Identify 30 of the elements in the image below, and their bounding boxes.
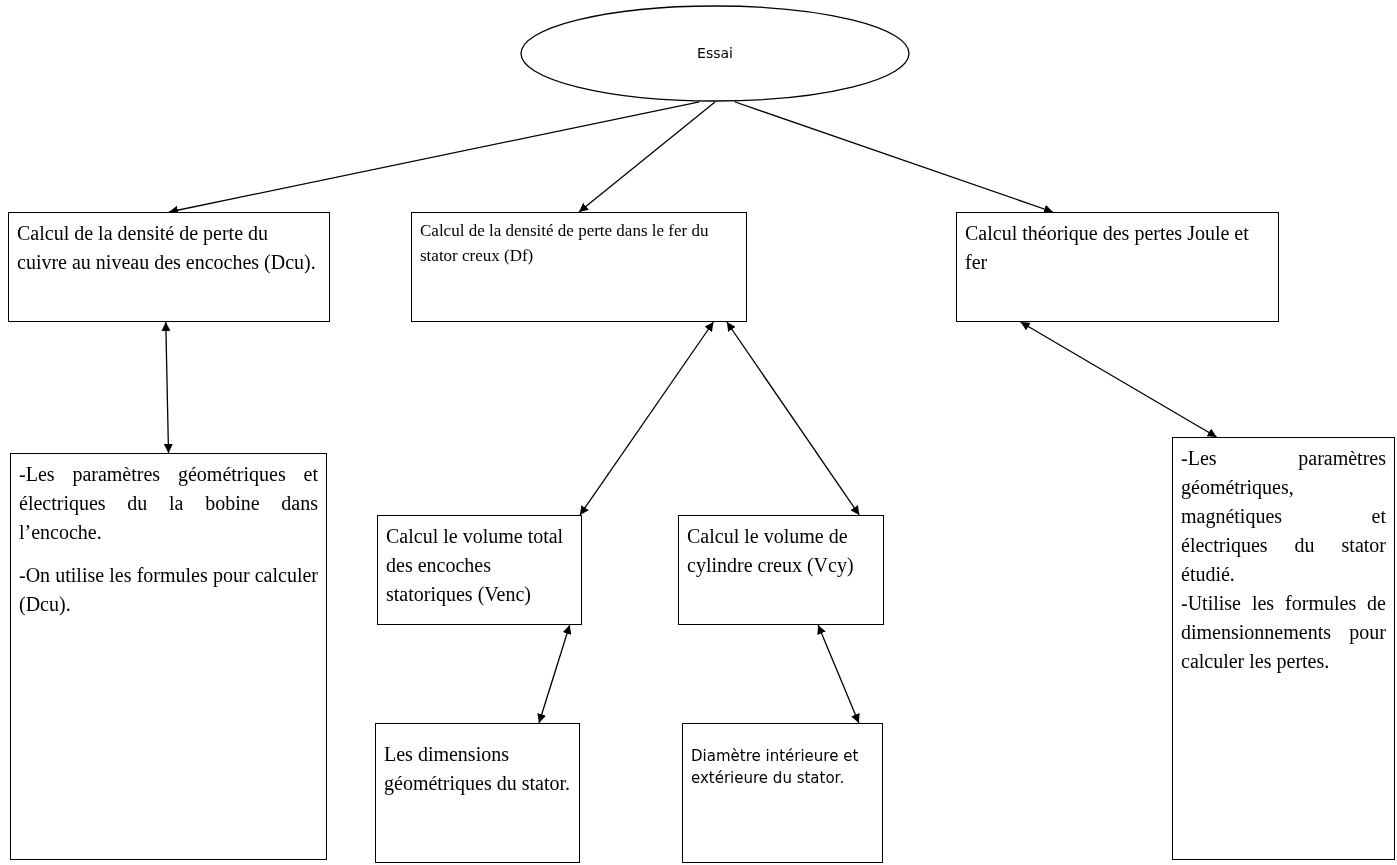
node-text: -Utilise les formules de dimensionnements pour calculer les pertes.: [1181, 591, 1386, 675]
node-text: Calcul de la densité de perte du cuivre au niveau des encoches (Dcu).: [17, 221, 317, 276]
process-box: [10, 453, 327, 860]
arrow: [579, 321, 715, 516]
process-box: [8, 212, 330, 322]
arrow: [537, 624, 572, 724]
process-box: [682, 723, 883, 863]
node-text: Les dimensions géométriques du stator.: [384, 742, 571, 797]
process-box: [1172, 437, 1395, 860]
process-box: [375, 723, 580, 863]
process-box: [956, 212, 1279, 322]
arrow: [1019, 321, 1218, 438]
arrow: [726, 321, 860, 516]
node-text: -Les paramètres géométriques et électriques du la bobine dans l’encoche.: [19, 462, 318, 545]
arrow: [578, 101, 716, 213]
node-text: Calcul théorique des pertes Joule et fer: [965, 221, 1250, 275]
node-text: Calcul le volume total des encoches statoriques (Venc): [386, 524, 565, 608]
node-text: Diamètre intérieure et extérieure du stator.: [691, 746, 860, 789]
arrow: [817, 624, 860, 724]
arrow: [161, 321, 173, 454]
node-text: Calcul de la densité de perte dans le fer du stator creux (Df): [420, 220, 710, 267]
process-box: [411, 212, 747, 322]
node-text: -Les paramètres géométriques, magnétiques et électriques du stator étudié.: [1181, 446, 1386, 587]
arrow: [733, 101, 1054, 214]
process-box: [377, 515, 582, 625]
node-text: Essai: [697, 44, 733, 64]
node-text: Calcul le volume de cylindre creux (Vcy): [687, 524, 855, 579]
process-box: [678, 515, 884, 625]
start-ellipse: [520, 5, 910, 102]
node-text: -On utilise les formules pour calculer (Dcu).: [19, 563, 318, 618]
